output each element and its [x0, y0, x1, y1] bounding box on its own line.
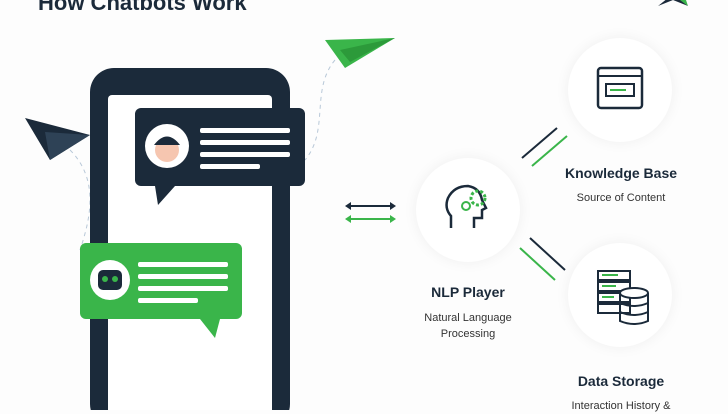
nlp-desc: Natural Language Processing	[424, 312, 512, 340]
nlp-node	[416, 158, 520, 262]
bot-message-bubble	[80, 243, 242, 338]
storage-node	[568, 243, 672, 347]
nlp-label: NLP Player	[431, 284, 505, 300]
paper-plane-dark-icon	[25, 118, 90, 160]
head-gear-icon	[445, 184, 488, 228]
knowledge-label: Knowledge Base	[564, 165, 678, 181]
page-title: How Chatbots Work	[38, 0, 247, 15]
storage-desc: Interaction History &	[571, 400, 671, 412]
browser-window-icon	[596, 66, 644, 110]
user-message-bubble	[135, 108, 305, 205]
database-server-icon	[597, 270, 649, 325]
paper-plane-green-icon	[325, 38, 395, 68]
bidirectional-arrows	[345, 127, 568, 281]
logo-icon	[658, 0, 688, 6]
knowledge-node	[568, 38, 672, 142]
storage-label: Data Storage	[577, 373, 665, 389]
knowledge-desc: Source of Content	[576, 192, 666, 204]
